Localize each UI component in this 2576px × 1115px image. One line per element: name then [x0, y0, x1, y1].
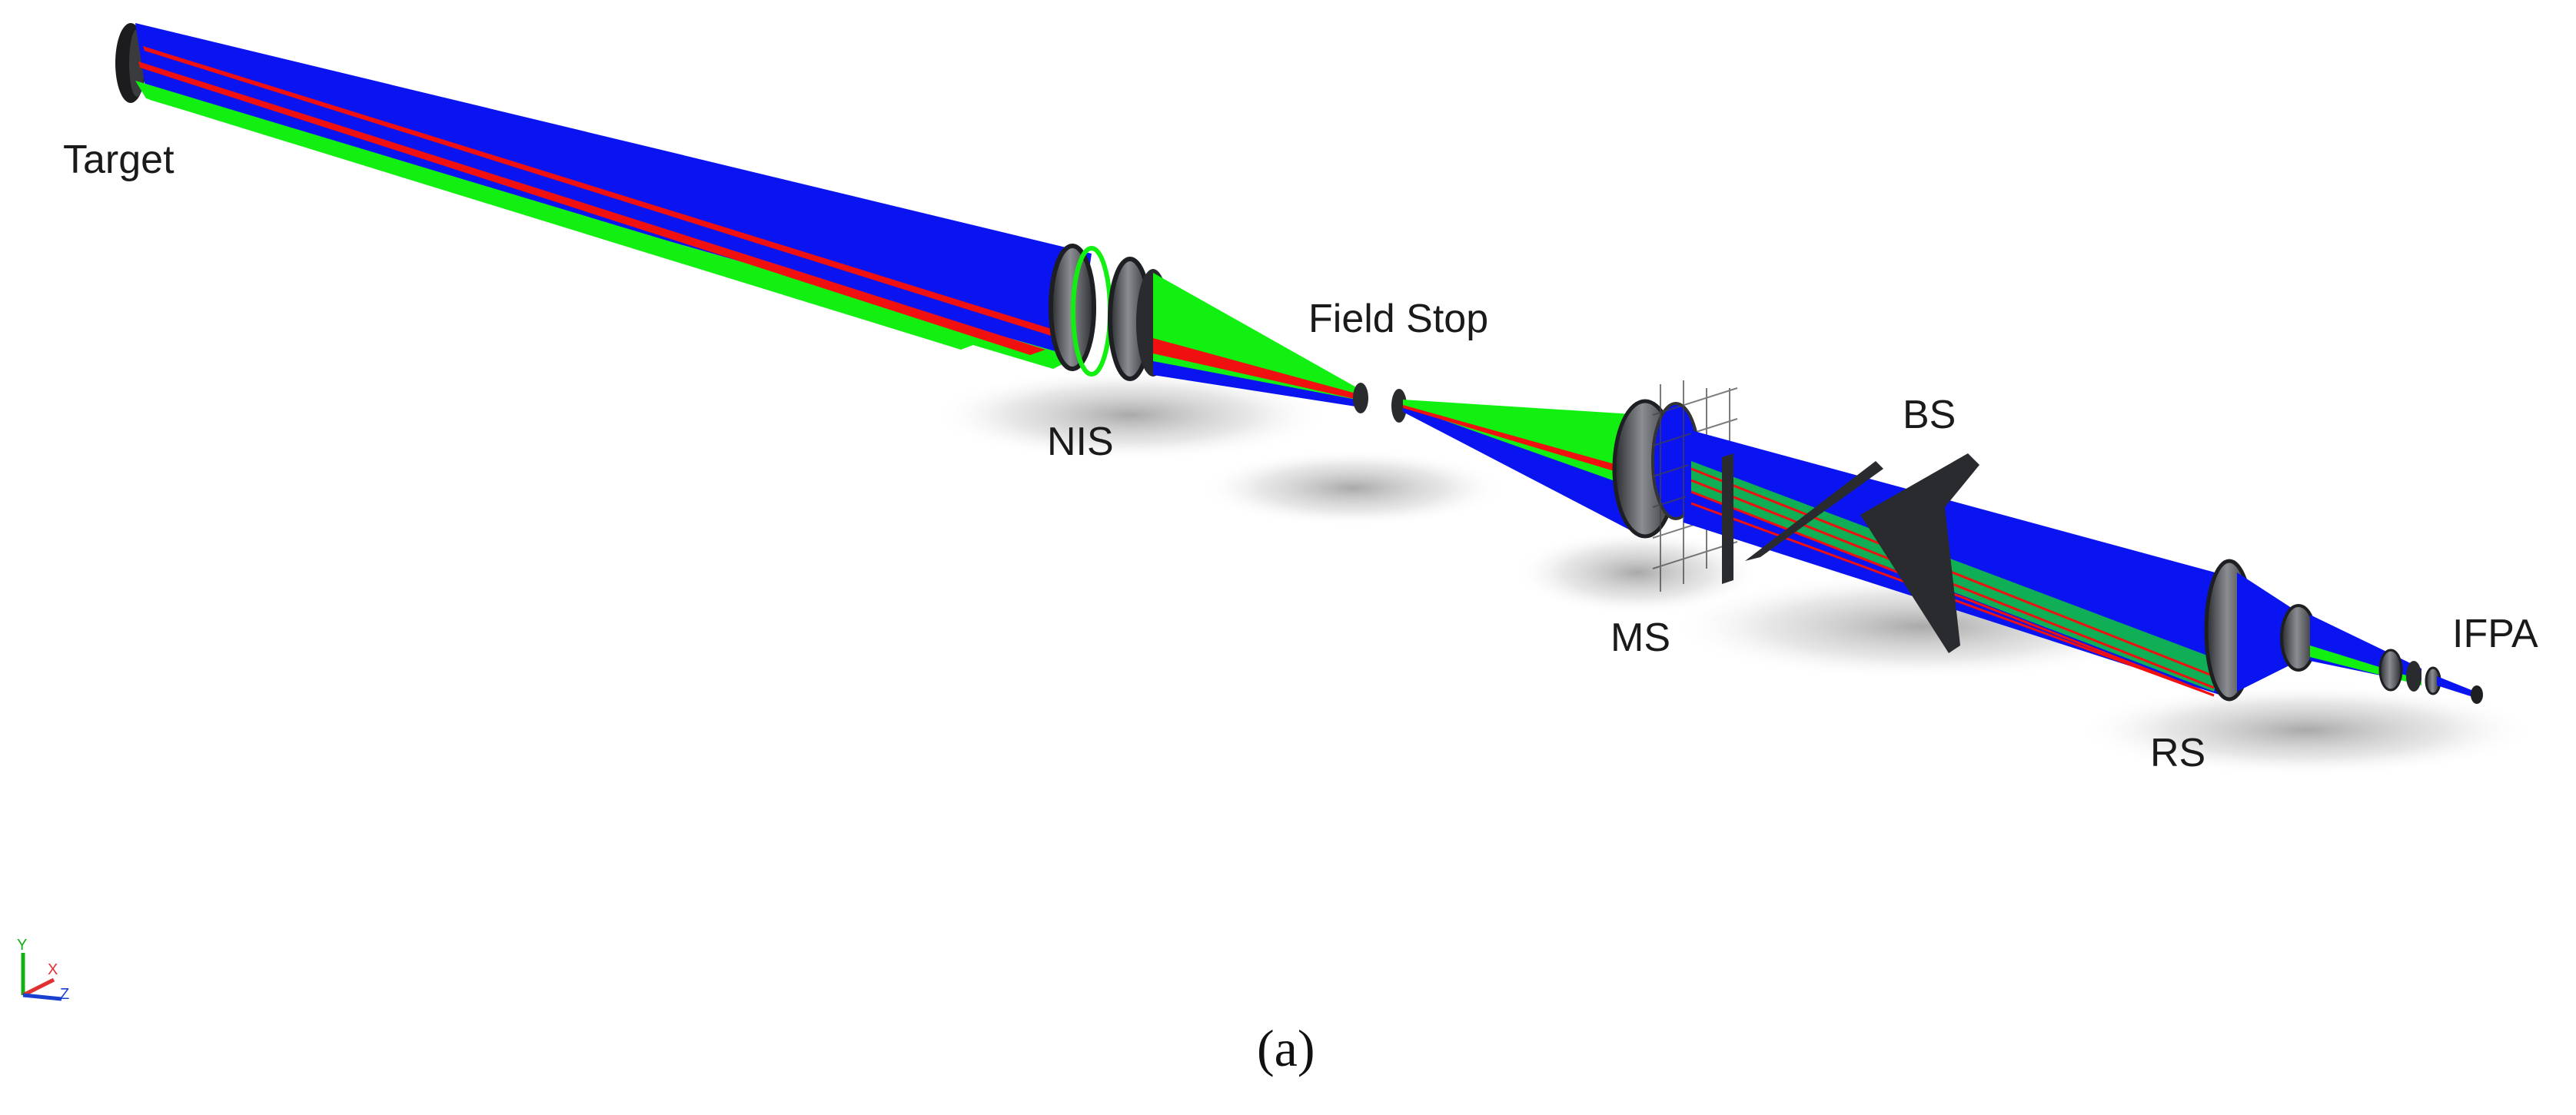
axis-z-label: Z — [60, 986, 69, 1003]
label-ms: MS — [1610, 616, 1670, 660]
label-field-stop: Field Stop — [1308, 297, 1489, 341]
rs-lens-group — [2204, 559, 2421, 702]
beam-splitter-plates — [1722, 453, 1979, 653]
label-bs: BS — [1903, 393, 1956, 437]
axis-y-label: Y — [17, 937, 27, 954]
ray-bundle-field-stop-to-ms — [1403, 400, 1645, 538]
figure-caption: (a) — [1257, 1019, 1315, 1077]
ray-bundle-target-to-nis — [135, 23, 1092, 369]
ground-shadows — [930, 369, 2537, 776]
field-stop-elements — [1353, 383, 1407, 423]
ray-bundle-nis-to-field-stop — [1153, 273, 1364, 407]
label-rs: RS — [2150, 731, 2206, 775]
axis-x-label: X — [48, 961, 58, 978]
label-target: Target — [63, 138, 175, 182]
label-ifpa: IFPA — [2452, 612, 2538, 656]
axis-triad-icon: Y X Z — [17, 937, 69, 1003]
label-nis: NIS — [1047, 420, 1114, 464]
ifpa-lens-group — [2378, 649, 2483, 704]
nis-lens-group — [1049, 244, 1170, 381]
